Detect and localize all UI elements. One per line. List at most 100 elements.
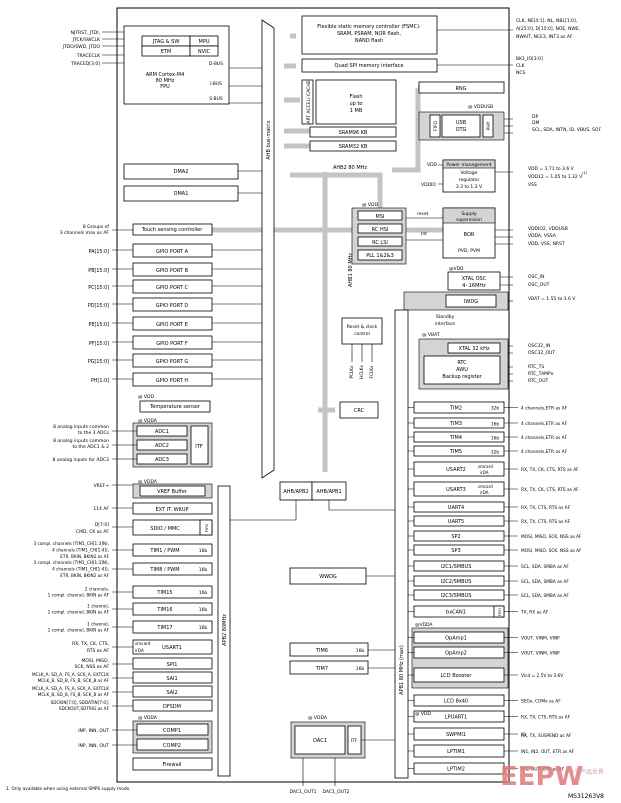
dac-out2-label: DAC1_OUT2	[322, 789, 349, 795]
crc-label: CRC	[354, 408, 365, 414]
usb-label-2: OTG	[456, 127, 467, 133]
sig-traced: TRACED[3:0]	[70, 61, 100, 67]
timer-label: TIM8 / PWM	[149, 567, 179, 573]
port-pin-label: PD[15:0]	[88, 303, 109, 309]
figure-ref: MS31263V8	[568, 793, 604, 800]
standby-line-1: Standby	[436, 314, 455, 320]
peripheral-signal: VOUT, VINM, VINP	[521, 636, 560, 642]
flash-line-3: 1 MB	[350, 108, 363, 114]
gpio-port-label: GPIO PORT C	[156, 285, 189, 291]
supply-sig-3: VDD, VSS, NRST	[528, 241, 565, 247]
rcc-line-2: control	[354, 331, 370, 337]
crc-box	[339, 401, 379, 419]
peripheral-label: TIM4	[449, 435, 462, 441]
sai1-box	[132, 671, 213, 684]
tim6-bits: 16b	[356, 648, 365, 654]
rc-lsi-box	[357, 236, 403, 247]
rtc-box	[423, 355, 501, 385]
rtc-sig-5: RTC_OUT	[528, 378, 549, 384]
osc-out-label: OSC_OUT	[528, 282, 550, 288]
fsmc-line-3: NAND flash	[355, 38, 383, 44]
opamp-vdda-label: @VDDA	[415, 622, 433, 628]
hclk-label: HCLKx	[359, 365, 364, 379]
ahb-apb1-label: AHB/APB1	[316, 489, 341, 495]
peripheral-signal: 4 channels,ETR as AF	[521, 406, 568, 412]
timer-signal: 4 channels (TIM1_CH[1:4]),	[52, 548, 109, 553]
sram96-label: SRAM96 KB	[339, 130, 368, 136]
pvd-pvm-label: PVD, PVM	[458, 248, 480, 254]
msi-label: MSI	[376, 214, 385, 220]
bor-label: BOR	[464, 232, 475, 238]
gpio-port-box	[132, 297, 213, 312]
watermark-logo: EEPW	[500, 762, 583, 792]
jtag-sw-label-top: JTAG & SW	[152, 39, 180, 45]
supply-sig-1: VDDIO2, VDDUSB	[528, 226, 568, 232]
peripheral-label: LPTIM2	[447, 767, 465, 773]
fifo-usb-box	[429, 114, 441, 138]
timer-bits: 16b	[199, 567, 208, 573]
sdmmc-label: SDIO / MMC	[150, 526, 180, 532]
dac1-label: DAC1	[313, 738, 327, 744]
fsmc-box	[301, 15, 438, 55]
tim7-label: TIM7	[315, 666, 328, 672]
timer-bits: 16b	[199, 590, 208, 596]
int-label: Int	[421, 231, 427, 237]
gpio-port-label: GPIO PORT B	[156, 268, 189, 274]
vref-buffer-box	[139, 485, 206, 497]
peripheral-bits: 16b	[491, 436, 499, 442]
rc-hsi-box	[357, 223, 403, 234]
art-cache-box	[301, 79, 314, 125]
rtc-line-3: Backup register	[442, 374, 482, 380]
sig-traceclk: TRACECLK	[76, 53, 101, 59]
pm-sig-3: VSS	[528, 182, 537, 188]
port-pin-label: PB[15:0]	[88, 268, 109, 274]
timer-signal: ETR, BKIN, BKIN2 as AF	[60, 554, 109, 559]
dac-itf-label: ITF	[351, 738, 358, 744]
touch-sig-1: 8 Groups of	[83, 224, 110, 230]
apb2-bus	[217, 485, 231, 777]
dfsdm-sig-1: SDCKIN[7:0], SDDATIN[7:0],	[51, 700, 109, 705]
nvic-label-top: NVIC	[198, 49, 211, 55]
adc-sig-4: to the ADC1 & 2	[72, 444, 109, 450]
timer-label: TIM1 / PWM	[149, 548, 179, 554]
peripheral-signal: RX, TX, CK, CTS, RTS as AF	[521, 487, 579, 493]
vddusb-label: @ VDDUSB	[468, 104, 493, 110]
pll-box	[357, 249, 403, 261]
temp-sensor-box	[139, 400, 211, 413]
peripheral-label: TIM2	[449, 406, 462, 412]
gpio-port-box	[132, 243, 213, 258]
timer-signal: 1 compl. channel, BKIN as AF	[48, 610, 110, 615]
xtal-osc-box	[447, 271, 501, 291]
vref-vdda-label: @ VDDA	[138, 479, 158, 485]
swpmi-signal-extra: RX, TX, SUSPEND as AF	[521, 733, 572, 739]
rc-lsi-label: RC LSI	[372, 240, 388, 246]
adc-sig-1: 8 analog inputs common	[53, 424, 109, 430]
fsmc-sig-2: A[25:0], D[15:0], NOE, NWE,	[516, 26, 580, 32]
peripheral-signal: RX, TX, CTS, RTS as AF	[521, 519, 571, 525]
vbat-range-label: VBAT = 1.55 to 3.6 V	[528, 296, 576, 302]
sai2-sig-2: MCLK_B, SD_B, FS_B, SCK_B as AF	[38, 692, 110, 697]
sram96-box	[309, 126, 397, 138]
rtc-line-1: RTC	[457, 360, 467, 366]
firewall-label: Firewall	[163, 762, 182, 768]
peripheral-label: UART4	[448, 505, 464, 511]
peripheral-label: SP2	[451, 534, 460, 540]
gpio-port-label: GPIO PORT F	[156, 341, 188, 347]
timer-signal: 3 compl. channels (TIM1_CH[1:3]N),	[34, 541, 109, 546]
tim6-label: TIM6	[315, 648, 328, 654]
peripheral-signal: 4 channels,ETR as AF	[521, 449, 568, 455]
flash-box	[315, 79, 397, 125]
peripheral-label: SWPMI1	[446, 732, 466, 738]
rcc-box	[341, 317, 383, 345]
timer-bits: 16b	[199, 607, 208, 613]
cpu-label-1: ARM Cortex-M4	[146, 72, 185, 78]
quadspi-label: Quad SPI memory interface	[335, 63, 404, 69]
qspi-sig-1: BK1_IO[3:0]	[516, 56, 543, 62]
adc-itf-label: ITF	[195, 444, 203, 450]
vref-buffer-label: VREF Buffer	[157, 489, 188, 495]
adc3-label: ADC3	[155, 457, 169, 463]
sai1-label: SAI1	[166, 676, 177, 682]
sig-jtck: JTCK/SWCLK	[72, 37, 101, 43]
peripheral-label: OpAmp1	[445, 636, 467, 642]
osc-in-label: OSC_IN	[528, 274, 544, 280]
